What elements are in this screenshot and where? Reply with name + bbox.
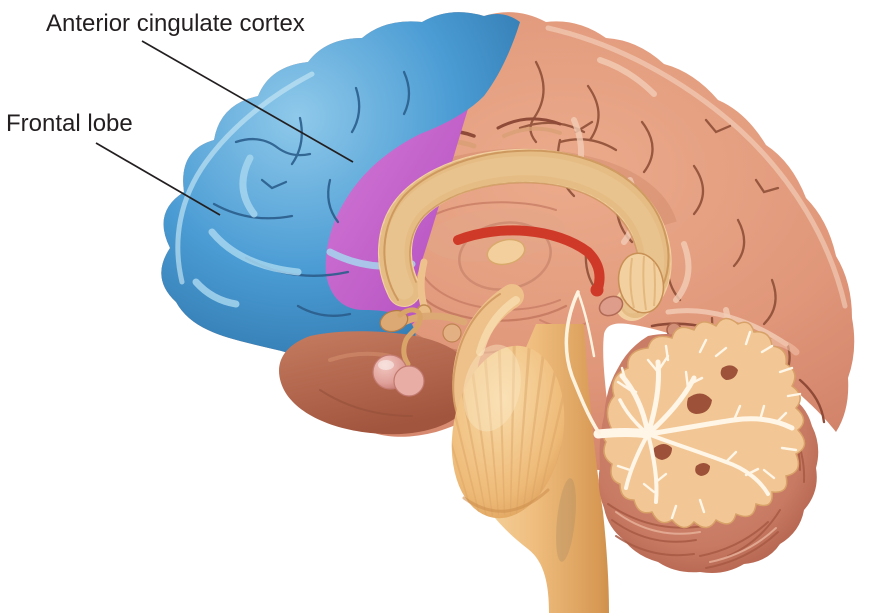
cord-shadow <box>556 478 576 562</box>
medullary-velum <box>564 290 601 435</box>
leader-line-frontal-lobe <box>95 142 221 216</box>
infundibulum-hook <box>397 307 423 367</box>
mammillary-body <box>442 323 462 343</box>
brainstem <box>438 284 609 613</box>
pons <box>451 345 565 519</box>
arbor-twigs <box>616 330 802 520</box>
pons-highlight <box>463 344 521 432</box>
fornix-column <box>417 258 428 310</box>
peduncle-highlight <box>476 296 520 356</box>
hypothalamus-pituitary <box>372 307 468 397</box>
interthalamic-adhesion <box>486 238 526 266</box>
frontal-lobe-shape <box>161 12 520 362</box>
pituitary-highlight <box>378 360 394 370</box>
frontal-rim-highlight <box>175 71 315 285</box>
label-frontal-lobe: Frontal lobe <box>6 110 133 137</box>
pons-striations <box>438 339 578 521</box>
pituitary-posterior <box>393 365 425 397</box>
annotations: Anterior cingulate cortex Frontal lobe <box>6 10 354 216</box>
splenium <box>617 252 665 314</box>
red-fornix-tip <box>590 283 604 297</box>
corpus-callosum-outer-edge <box>383 149 670 313</box>
leader-line-anterior-cingulate <box>141 40 354 163</box>
label-anterior-cingulate-cortex: Anterior cingulate cortex <box>46 10 305 37</box>
optic-tract-band <box>400 312 468 326</box>
red-fornix-band <box>453 225 605 293</box>
arbor-notches <box>653 365 738 476</box>
peduncle-edge <box>452 293 501 423</box>
cortex-rim-highlight <box>545 25 848 309</box>
temporal-shading <box>319 389 413 417</box>
splenium-striations <box>629 255 656 311</box>
pons-lower-shade <box>462 488 550 513</box>
arbor-vitae-branches <box>593 330 802 520</box>
cerebellum <box>593 317 819 573</box>
pineal-gland <box>598 295 624 317</box>
